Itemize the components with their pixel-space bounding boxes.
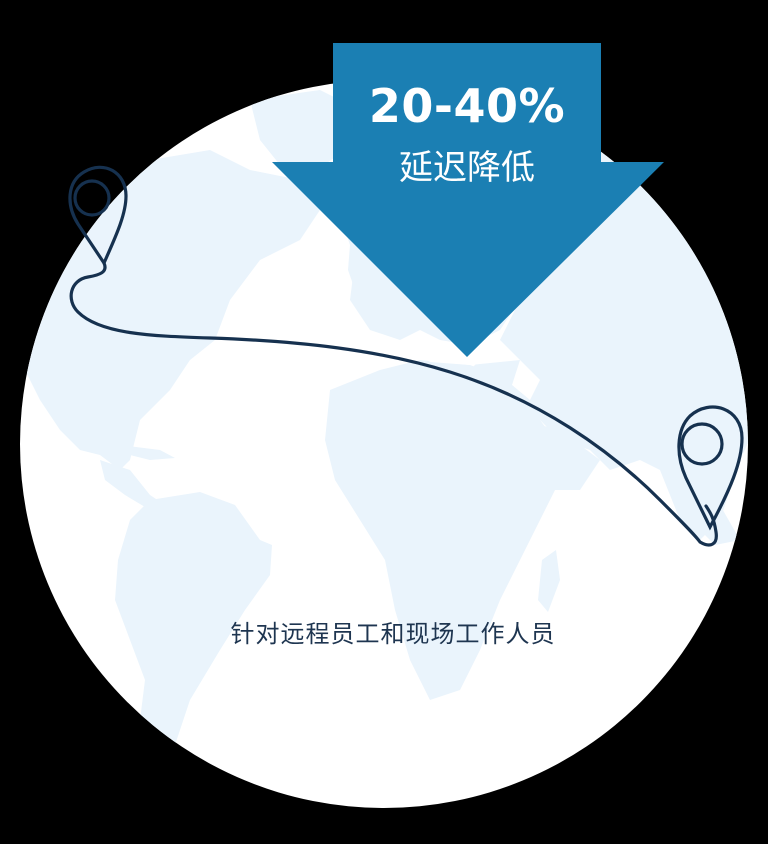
latency-reduction-value: 20-40% bbox=[368, 79, 566, 133]
destination-pin-icon bbox=[677, 405, 744, 531]
route-line bbox=[69, 261, 718, 547]
latency-reduction-label: 延迟降低 bbox=[399, 148, 535, 188]
down-arrow-icon bbox=[272, 43, 664, 357]
audience-caption: 针对远程员工和现场工作人员 bbox=[230, 620, 556, 648]
origin-pin-icon bbox=[68, 165, 128, 267]
